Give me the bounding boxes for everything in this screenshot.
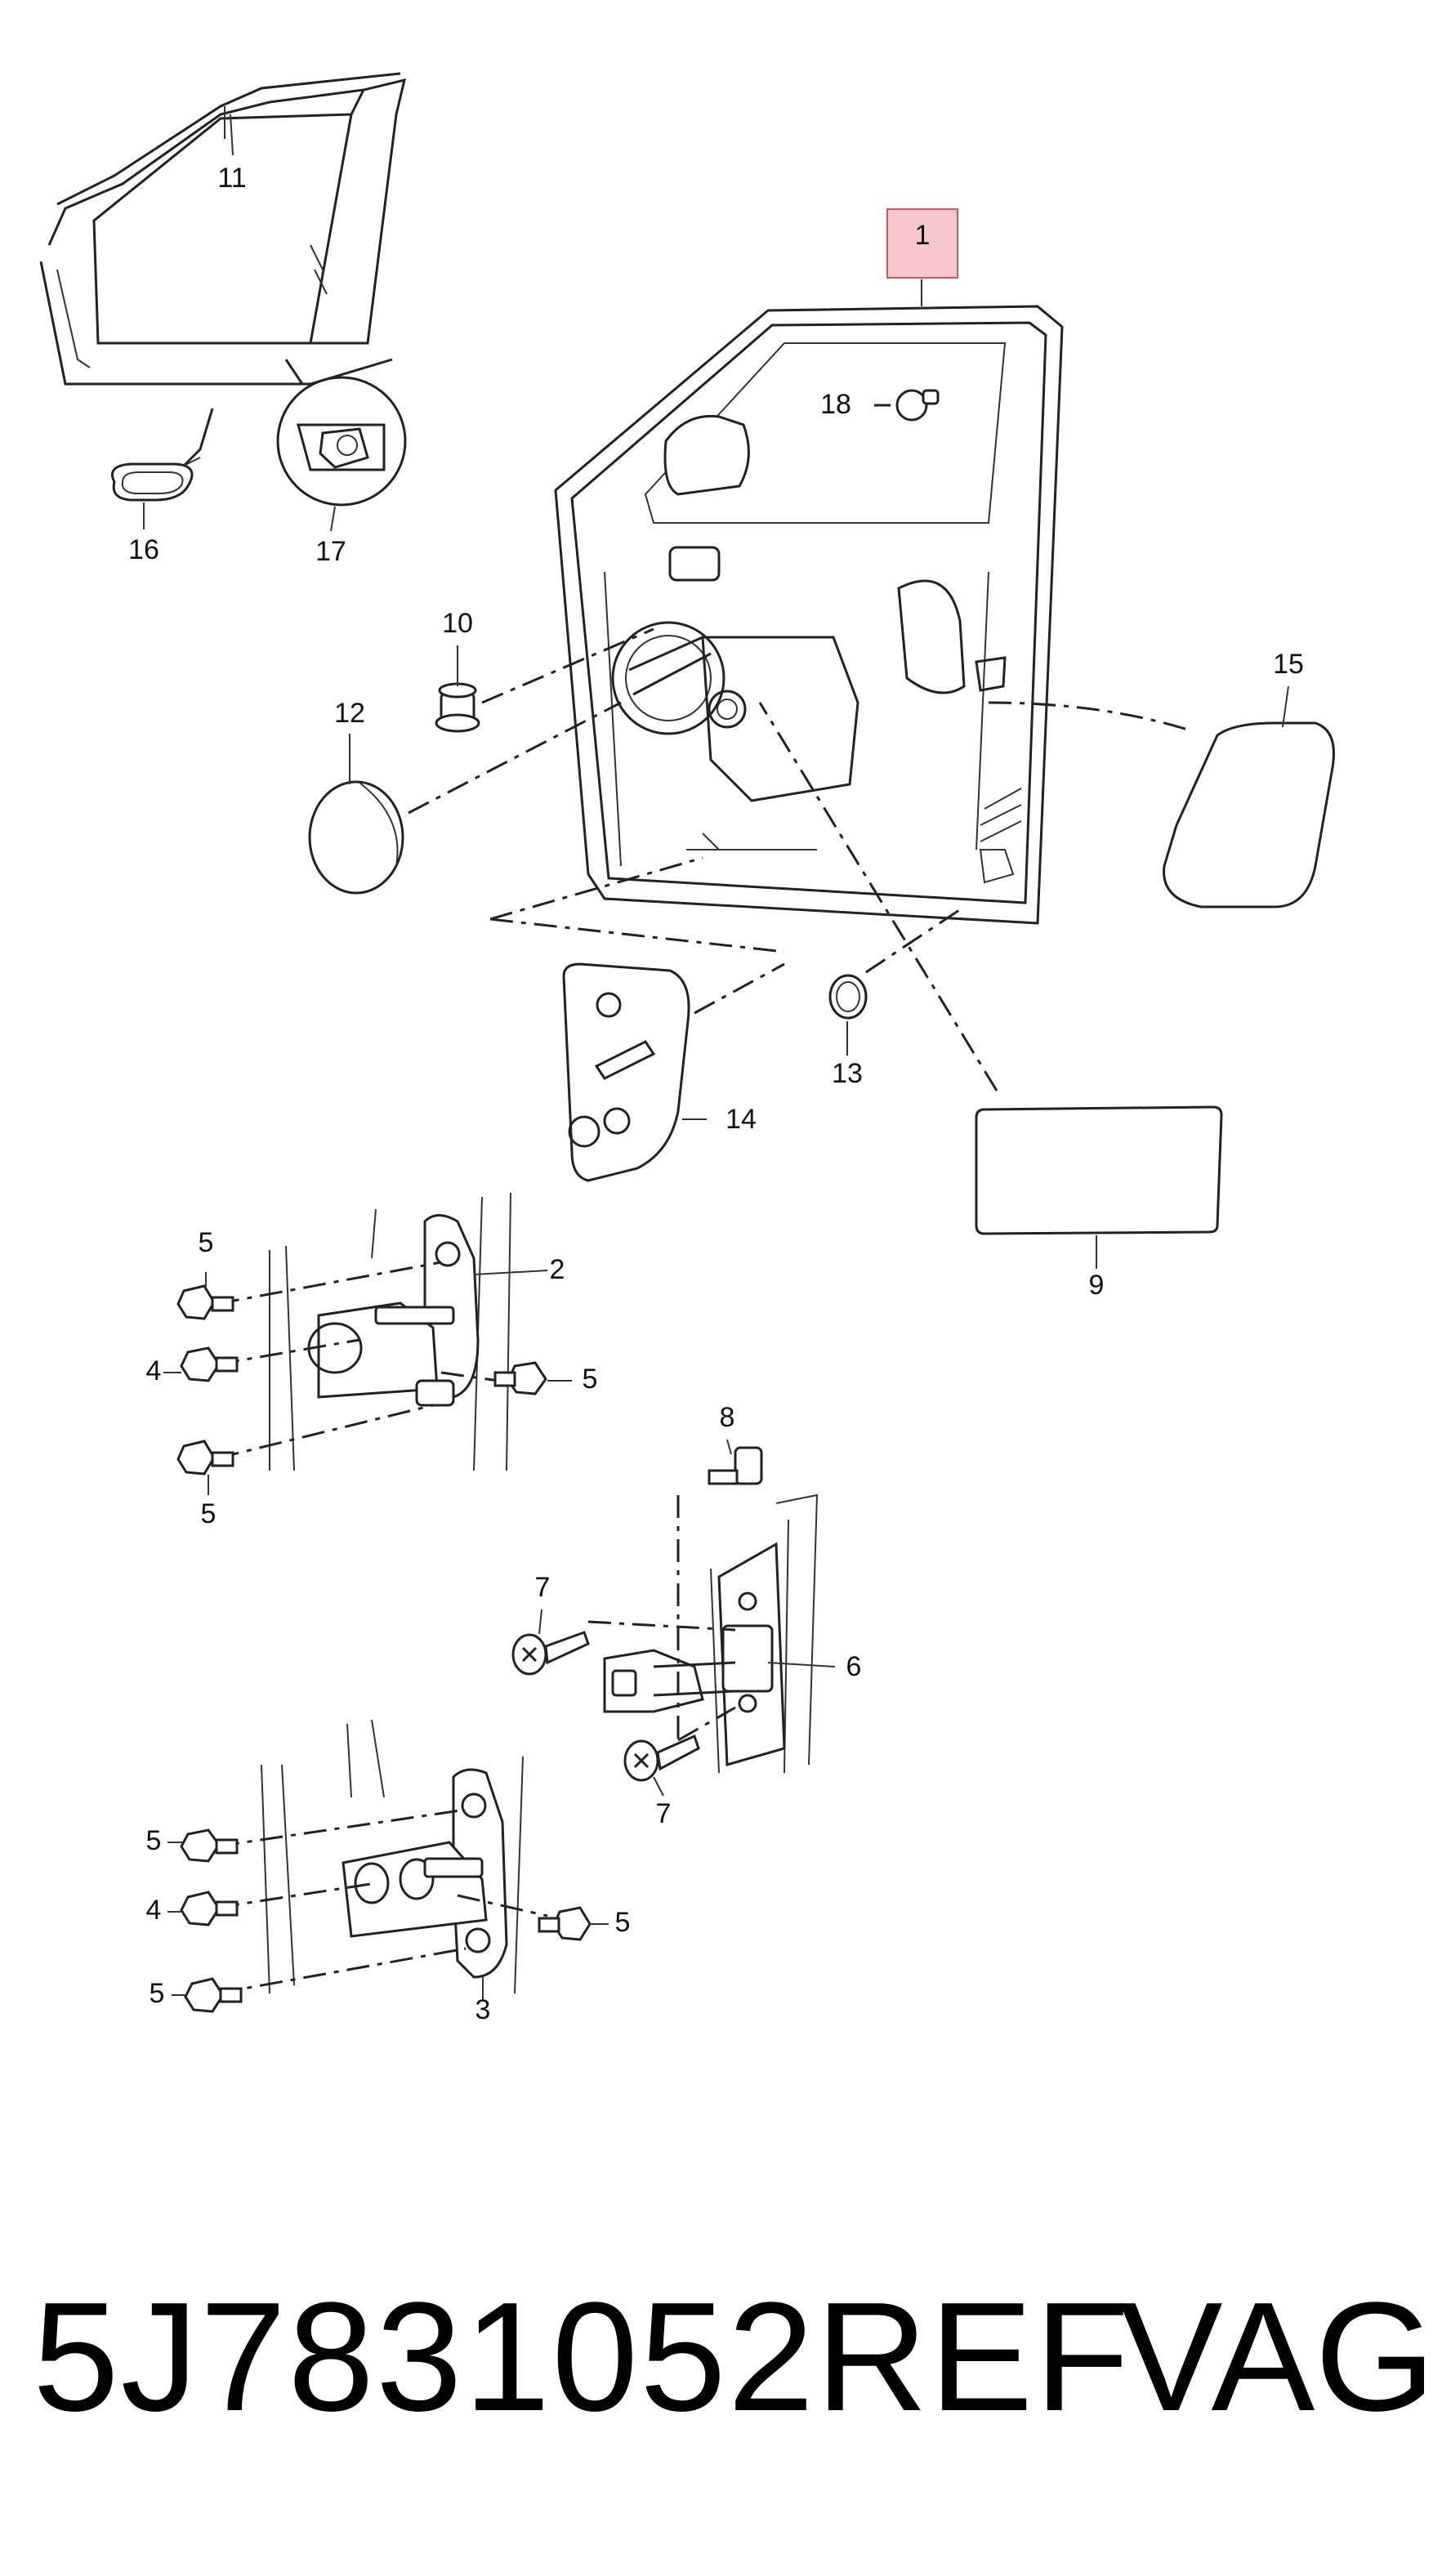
callout-17: 17	[315, 536, 346, 567]
cover-disc-part-12	[308, 701, 622, 895]
screw-part-7-lower	[623, 1734, 700, 1782]
callout-6: 6	[846, 1651, 862, 1682]
bolt-part-5-upper-b	[176, 1440, 234, 1476]
panel-part-9	[758, 702, 1223, 1235]
callout-2: 2	[550, 1254, 565, 1285]
lower-hinge-part-3	[216, 1719, 548, 1995]
grommet-part-16	[111, 457, 201, 502]
callout-3: 3	[475, 1994, 491, 2025]
membrane-part-15	[988, 701, 1335, 909]
door-check-part-6	[587, 1493, 819, 1774]
callout-5-lower-right: 5	[615, 1907, 631, 1938]
callout-5-upper-top: 5	[199, 1227, 214, 1258]
callout-16: 16	[128, 534, 159, 565]
callout-4-upper: 4	[146, 1355, 162, 1386]
bolt-part-4-upper	[180, 1346, 239, 1382]
callout-10: 10	[442, 608, 473, 639]
upper-hinge-part-2	[216, 1192, 511, 1471]
callout-7-upper: 7	[535, 1572, 551, 1603]
callout-7-lower: 7	[656, 1798, 672, 1829]
highlight-box	[886, 208, 958, 279]
door-shell-part-1	[554, 305, 1064, 925]
pad-part-14	[489, 856, 785, 1182]
car-body-side-view	[39, 72, 407, 467]
callout-13: 13	[832, 1058, 863, 1089]
callout-15: 15	[1273, 649, 1304, 680]
screw-part-7-upper	[511, 1631, 590, 1676]
part-number-caption: 5J7831052REF	[33, 2270, 1132, 2444]
bolt-part-5-lower-c	[538, 1906, 592, 1941]
brand-caption: VAG	[1119, 2270, 1436, 2444]
bolt-part-5-lower-a	[180, 1828, 239, 1863]
bolt-part-5-upper-a	[176, 1284, 234, 1320]
bolt-part-5-upper-c	[493, 1361, 547, 1395]
plug-part-10	[435, 627, 654, 733]
callout-1: 1	[915, 220, 931, 251]
callout-9: 9	[1089, 1270, 1105, 1301]
callout-8: 8	[720, 1402, 735, 1433]
bolt-part-8	[708, 1446, 763, 1485]
callout-18: 18	[820, 389, 851, 420]
callout-4-lower: 4	[146, 1895, 162, 1926]
bolt-part-4-lower	[180, 1891, 239, 1926]
seal-ring-part-13	[828, 905, 965, 1020]
callout-5-lower-top: 5	[146, 1825, 162, 1856]
bolt-part-5-lower-b	[184, 1977, 243, 2013]
callout-14: 14	[726, 1104, 757, 1135]
callout-12: 12	[334, 698, 365, 729]
callout-5-lower-bottom: 5	[150, 1978, 165, 2009]
callout-5-upper-bottom: 5	[201, 1498, 217, 1529]
leader-lines	[143, 114, 1289, 2000]
detail-circle-part-17	[276, 376, 407, 507]
callout-5-upper-right: 5	[583, 1364, 598, 1395]
callout-11: 11	[217, 163, 246, 194]
clip-part-18	[874, 389, 940, 422]
